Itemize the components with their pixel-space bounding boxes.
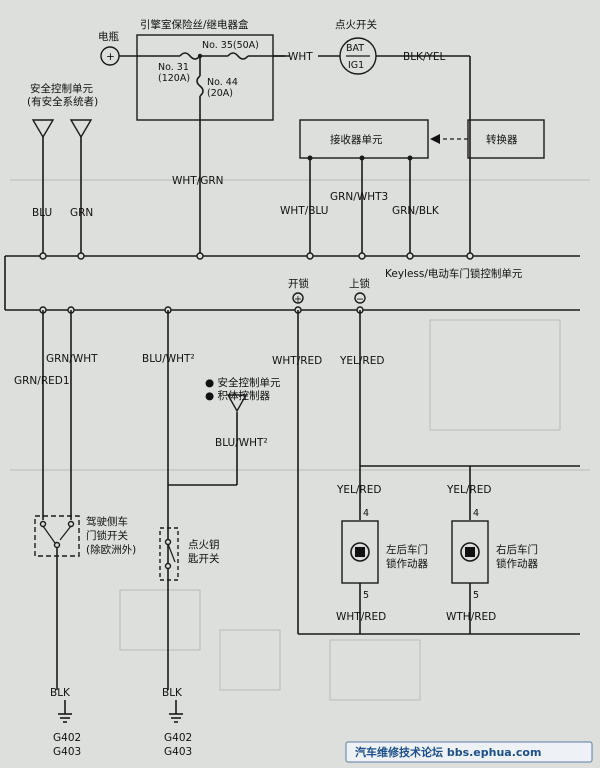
control-unit-label: Keyless/电动车门锁控制单元 bbox=[385, 267, 523, 280]
wire-grn-label: GRN bbox=[70, 207, 93, 219]
lock-terminal bbox=[354, 292, 366, 304]
wire-blu-wht2-label: BLU/WHT² bbox=[142, 353, 195, 365]
wire-yel-red-right-label: YEL/RED bbox=[446, 484, 491, 496]
security-unit-label-a: 安全控制单元 bbox=[30, 82, 93, 95]
wire-yel-red-left-label: YEL/RED bbox=[336, 484, 381, 496]
ground-g403-left: G403 bbox=[53, 746, 81, 758]
background-ghost bbox=[10, 179, 590, 701]
fuse35-label: No. 35(50A) bbox=[202, 40, 259, 51]
wire-grn-wht-label: GRN/WHT bbox=[46, 353, 98, 365]
ignition-key-switch bbox=[159, 527, 179, 581]
wire-wht-red-left-label: WHT/RED bbox=[336, 611, 386, 623]
unlock-plus: + bbox=[294, 294, 302, 305]
fuse31-label-a: No. 31 bbox=[158, 62, 189, 73]
security-unit-connector-2 bbox=[69, 119, 93, 139]
key-switch-label-a: 点火钥 bbox=[188, 538, 220, 551]
lock-label: 上锁 bbox=[349, 277, 370, 290]
fusebox bbox=[136, 34, 274, 121]
wire-wht-grn-label: WHT/GRN bbox=[172, 175, 224, 187]
bullet-integrated-controller: ● 积体控制器 bbox=[205, 389, 270, 402]
wire-wht-label: WHT bbox=[288, 51, 313, 63]
wire-grn-blk-label: GRN/BLK bbox=[392, 205, 440, 217]
wire-wht-red-label: WHT/RED bbox=[272, 355, 322, 367]
ignition-bat-label: BAT bbox=[346, 43, 364, 54]
fuse44-label-a: No. 44 bbox=[207, 77, 238, 88]
wire-wht-blu-label: WHT/BLU bbox=[280, 205, 328, 217]
battery-plus-sign: + bbox=[106, 51, 115, 63]
receiver-unit-label: 接收器单元 bbox=[330, 133, 383, 146]
unlock-label: 开锁 bbox=[288, 277, 309, 290]
controller-connector bbox=[226, 394, 248, 413]
ignition-ig1-label: IG1 bbox=[348, 60, 364, 71]
wire-yel-red-label: YEL/RED bbox=[339, 355, 384, 367]
right-actuator-label-b: 锁作动器 bbox=[496, 557, 538, 570]
door-switch-label-b: 门锁开关 bbox=[86, 529, 128, 542]
wire-grn-red1-label: GRN/RED1 bbox=[14, 375, 70, 387]
wire-blk-left-label: BLK bbox=[50, 687, 71, 699]
wire-grn-wht3-label: GRN/WHT3 bbox=[330, 191, 388, 203]
battery-label: 电瓶 bbox=[98, 30, 119, 43]
wire-blk-right-label: BLK bbox=[162, 687, 183, 699]
ground-g403-right: G403 bbox=[164, 746, 192, 758]
converter-label: 转换器 bbox=[486, 133, 518, 146]
control-unit-top-pins bbox=[39, 252, 474, 260]
footer-banner bbox=[345, 741, 593, 763]
door-switch-label-a: 驾驶侧车 bbox=[86, 515, 128, 528]
lock-minus: − bbox=[356, 294, 364, 305]
right-actuator-label-a: 右后车门 bbox=[496, 543, 538, 556]
unlock-terminal bbox=[292, 292, 304, 304]
footer-text: 汽车维修技术论坛 bbs.ephua.com bbox=[355, 745, 541, 759]
wire-blk-yel-label: BLK/YEL bbox=[403, 51, 446, 63]
wire-wth-red-right-label: WTH/RED bbox=[446, 611, 496, 623]
ignition-switch-label: 点火开关 bbox=[335, 18, 377, 31]
fusebox-label: 引擎室保险丝/继电器盒 bbox=[140, 18, 249, 31]
pin5-right: 5 bbox=[473, 590, 479, 601]
bullet-security-unit: ● 安全控制单元 bbox=[205, 376, 281, 389]
wire-blu-label: BLU bbox=[32, 207, 52, 219]
pin4-right: 4 bbox=[473, 508, 479, 519]
fuse44-symbol bbox=[196, 75, 204, 97]
wire-blu-wht2-branch-label: BLU/WHT² bbox=[215, 437, 268, 449]
left-actuator-label-b: 锁作动器 bbox=[386, 557, 428, 570]
pin5-left: 5 bbox=[363, 590, 369, 601]
fuse35-symbol bbox=[227, 52, 249, 60]
fuse31-symbol bbox=[179, 52, 201, 60]
security-unit-label-b: (有安全系统者) bbox=[27, 95, 98, 108]
door-switch-label-c: (除欧洲外) bbox=[86, 543, 136, 556]
right-actuator-motor bbox=[460, 542, 480, 562]
ground-g402-right: G402 bbox=[164, 732, 192, 744]
fuse44-label-b: (20A) bbox=[207, 88, 233, 99]
fuse31-label-b: (120A) bbox=[158, 73, 190, 84]
left-actuator-motor bbox=[350, 542, 370, 562]
ground-g402-left: G402 bbox=[53, 732, 81, 744]
left-actuator-label-a: 左后车门 bbox=[386, 543, 428, 556]
pin4-left: 4 bbox=[363, 508, 369, 519]
security-unit-connector-1 bbox=[31, 119, 55, 139]
key-switch-label-b: 匙开关 bbox=[188, 552, 220, 565]
